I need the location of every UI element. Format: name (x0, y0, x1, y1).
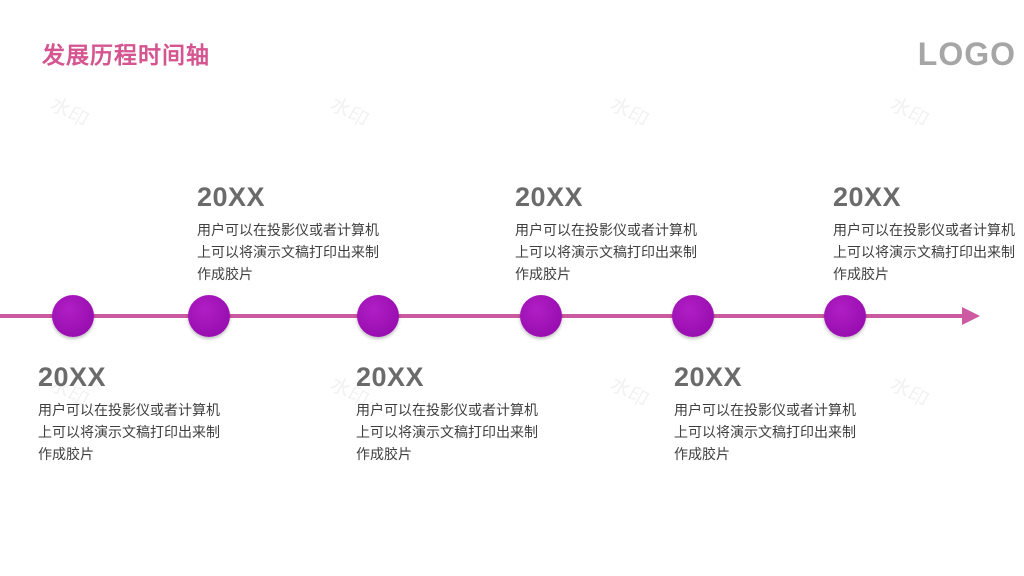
timeline-year: 20XX (833, 182, 902, 212)
timeline-description: 用户可以在投影仪或者计算机上可以将演示文稿打印出来制作成胶片 (674, 403, 856, 463)
timeline-item: 20XX 用户可以在投影仪或者计算机上可以将演示文稿打印出来制作成胶片 (197, 182, 397, 286)
page-title: 发展历程时间轴 (42, 43, 210, 69)
timeline-description: 用户可以在投影仪或者计算机上可以将演示文稿打印出来制作成胶片 (515, 223, 697, 283)
timeline-year: 20XX (197, 182, 266, 212)
timeline-dot (824, 295, 866, 337)
timeline-axis (0, 314, 968, 318)
watermark: 水印 (326, 91, 373, 133)
watermark: 水印 (46, 91, 93, 133)
timeline-description: 用户可以在投影仪或者计算机上可以将演示文稿打印出来制作成胶片 (833, 223, 1015, 283)
logo: LOGO (917, 36, 1016, 72)
timeline-item: 20XX 用户可以在投影仪或者计算机上可以将演示文稿打印出来制作成胶片 (515, 182, 715, 286)
timeline-description: 用户可以在投影仪或者计算机上可以将演示文稿打印出来制作成胶片 (38, 403, 220, 463)
timeline-year: 20XX (515, 182, 584, 212)
watermark: 水印 (606, 371, 653, 413)
timeline-dot (52, 295, 94, 337)
timeline-year: 20XX (356, 362, 425, 392)
timeline-dot (672, 295, 714, 337)
timeline-description: 用户可以在投影仪或者计算机上可以将演示文稿打印出来制作成胶片 (356, 403, 538, 463)
timeline-item: 20XX 用户可以在投影仪或者计算机上可以将演示文稿打印出来制作成胶片 (833, 182, 1024, 286)
timeline-item: 20XX 用户可以在投影仪或者计算机上可以将演示文稿打印出来制作成胶片 (674, 362, 874, 466)
timeline-item: 20XX 用户可以在投影仪或者计算机上可以将演示文稿打印出来制作成胶片 (356, 362, 556, 466)
timeline-dot (520, 295, 562, 337)
timeline-dot (188, 295, 230, 337)
timeline-arrowhead (962, 307, 980, 325)
watermark: 水印 (886, 371, 933, 413)
timeline-description: 用户可以在投影仪或者计算机上可以将演示文稿打印出来制作成胶片 (197, 223, 379, 283)
timeline-year: 20XX (38, 362, 107, 392)
timeline-year: 20XX (674, 362, 743, 392)
watermark: 水印 (886, 91, 933, 133)
watermark: 水印 (606, 91, 653, 133)
timeline-item: 20XX 用户可以在投影仪或者计算机上可以将演示文稿打印出来制作成胶片 (38, 362, 238, 466)
timeline-dot (357, 295, 399, 337)
